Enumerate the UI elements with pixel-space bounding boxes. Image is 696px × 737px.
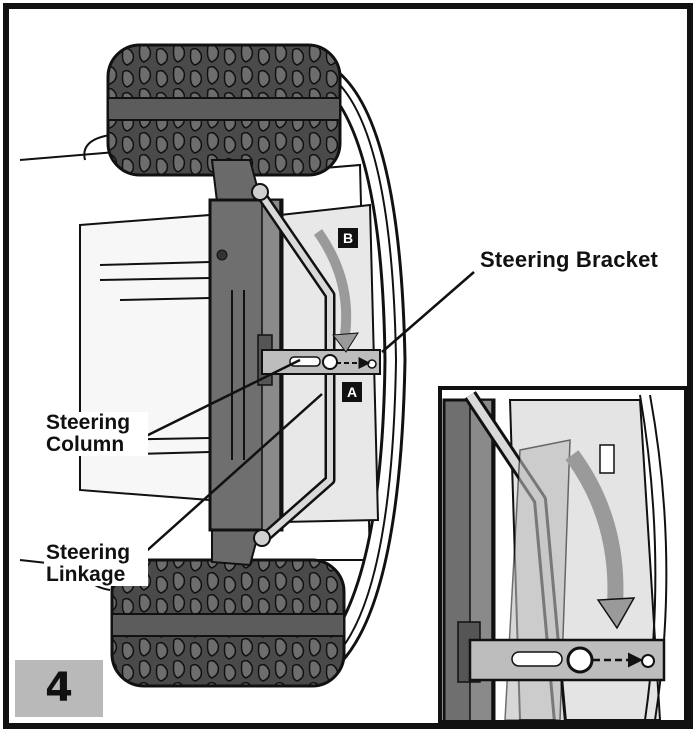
leader-steering-column: [141, 358, 301, 440]
leader-steering-linkage: [141, 393, 323, 556]
step-number-box: [15, 660, 103, 717]
leader-steering-bracket: [381, 271, 475, 353]
label-steering-linkage-line1: Steering: [46, 541, 131, 564]
label-steering-linkage-line2: Linkage: [46, 563, 126, 586]
inset-detail: [438, 386, 688, 724]
label-steering-linkage: Steering Linkage: [44, 542, 148, 586]
top-pivot: [251, 183, 269, 201]
label-steering-bracket: Steering Bracket: [478, 247, 661, 272]
main-view: [19, 43, 407, 688]
bottom-pivot: [253, 529, 271, 547]
label-steering-column-line1: Steering: [46, 411, 131, 434]
bottom-tire: [110, 558, 346, 688]
marker-b: B: [338, 228, 358, 248]
step-number: 4: [45, 665, 73, 711]
marker-a: A: [342, 382, 362, 402]
top-tire: [106, 43, 342, 177]
label-steering-column-line2: Column: [46, 433, 125, 456]
label-steering-column: Steering Column: [44, 412, 148, 456]
rotation-arrow: [313, 229, 352, 336]
